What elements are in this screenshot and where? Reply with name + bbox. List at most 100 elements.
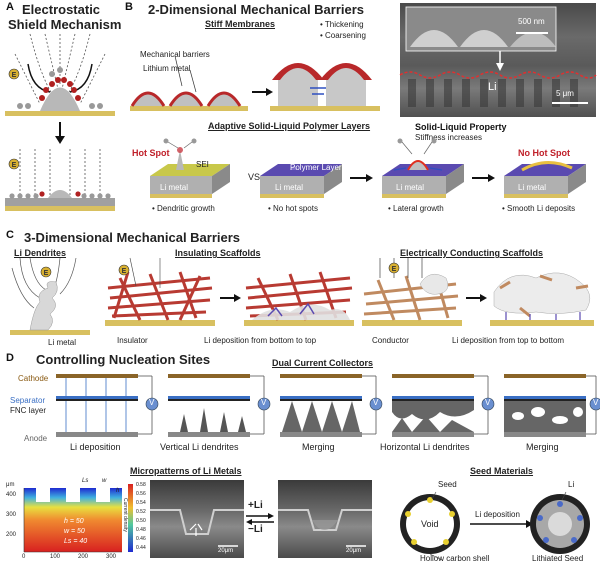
conducting-caption: Li deposition from top to bottom [452, 336, 565, 345]
seed-label: Seed [438, 480, 457, 489]
colorbar-tick-7: 0.44 [136, 545, 146, 551]
dual-collectors-title: Dual Current Collectors [272, 358, 374, 368]
scale-500nm: 500 nm [518, 17, 545, 26]
fnc-label: FNC layer [10, 406, 47, 415]
panel-c-diagram: E E E [10, 257, 594, 335]
stiff-membranes-diagram [130, 55, 380, 111]
solid-liquid-label: Solid-Liquid Property [415, 122, 507, 132]
panel-a-diagram: E E [5, 33, 115, 211]
panel-d-letter: D [6, 352, 14, 364]
colorbar-title: Current density [122, 498, 128, 532]
colorbar-tick-5: 0.48 [136, 527, 146, 533]
svg-text:E: E [44, 270, 49, 277]
step-label-2: Vertical Li dendrites [160, 442, 239, 452]
minus-li-label: −Li [248, 524, 263, 535]
sem-micropattern-after: 20μm [278, 480, 372, 558]
colorbar-tick-3: 0.52 [136, 509, 146, 515]
heatmap-xtick-1: 100 [50, 554, 61, 560]
heatmap-simulation [23, 480, 133, 553]
hot-spot-label: Hot Spot [132, 148, 170, 158]
panel-b-letter: B [125, 1, 133, 13]
colorbar-tick-6: 0.46 [136, 536, 146, 542]
hollow-shell-label: Hollow carbon shell [420, 554, 490, 563]
adaptive-layers-title: Adaptive Solid-Liquid Polymer Layers [208, 121, 371, 131]
scale-20um-2: 20μm [346, 548, 362, 554]
separator-label: Separator [10, 396, 46, 405]
svg-text:E: E [122, 268, 127, 275]
li-metal-label-4: Li metal [518, 183, 547, 192]
cathode-label: Cathode [18, 374, 49, 383]
seed-materials-diagram [400, 491, 590, 561]
svg-text:E: E [12, 162, 17, 169]
insulating-scaffolds-title: Insulating Scaffolds [175, 248, 261, 258]
li-dendrites-title: Li Dendrites [14, 248, 67, 258]
panel-a-title-line2: Shield Mechanism [8, 17, 122, 32]
panel-a-title-line1: Electrostatic [22, 2, 101, 17]
heatmap-ls-label: Ls = 40 [64, 538, 88, 545]
step-label-5: Merging [526, 442, 559, 452]
label-thickening: • Thickening [320, 20, 364, 29]
step-label-3: Merging [302, 442, 335, 452]
heatmap-xtick-2: 200 [78, 554, 89, 560]
scale-20um-1: 20μm [218, 548, 234, 554]
adaptive-layers-diagram [150, 138, 586, 198]
colorbar-tick-0: 0.58 [136, 482, 146, 488]
no-hot-spot-label: No Hot Spot [518, 148, 570, 158]
li-metal-label-2: Li metal [275, 183, 304, 192]
vs-label: VS [248, 172, 261, 182]
heatmap-xtick-0: 0 [22, 554, 26, 560]
caption-no-hot-spots: • No hot spots [268, 204, 318, 213]
heatmap-ytick-0: 400 [6, 492, 17, 498]
heatmap-ytick-2: 200 [6, 532, 17, 538]
insulator-label: Insulator [117, 336, 148, 345]
label-mechanical-barriers: Mechanical barriers [140, 50, 210, 59]
heatmap-w-label: w = 50 [64, 528, 85, 535]
reversible-arrows [246, 513, 274, 525]
insulating-caption: Li deposition from bottom to top [204, 336, 317, 345]
stiffness-label: Stiffness increases [415, 133, 482, 142]
panel-d-title: Controlling Nucleation Sites [36, 352, 211, 367]
li-metal-label-1: Li metal [160, 183, 189, 192]
svg-text:E: E [392, 266, 397, 273]
svg-text:E: E [12, 72, 17, 79]
plus-li-label: +Li [248, 500, 263, 511]
label-coarsening: • Coarsening [320, 31, 366, 40]
heatmap-h-label: h = 50 [64, 518, 84, 525]
colorbar-tick-2: 0.54 [136, 500, 146, 506]
dual-collectors-diagram [56, 374, 600, 437]
v-label-1: V [149, 398, 155, 407]
sei-label: SEI [196, 160, 209, 169]
v-label-3: V [373, 398, 379, 407]
step-label-1: Li deposition [70, 442, 121, 452]
micropatterns-title: Micropatterns of Li Metals [130, 466, 242, 476]
v-label-4: V [485, 398, 491, 407]
sem-micropattern-before: 20μm [150, 480, 244, 558]
v-label-5: V [593, 398, 599, 407]
stiff-membranes-title: Stiff Membranes [205, 19, 276, 29]
sem-image: 500 nm Li 5 μm [399, 3, 597, 117]
li-label: Li [568, 480, 575, 489]
polymer-layer-label: Polymer Layer [290, 163, 342, 172]
colorbar-tick-1: 0.56 [136, 491, 146, 497]
sem-li-label: Li [488, 81, 497, 93]
panel-b-title: 2-Dimensional Mechanical Barriers [148, 2, 365, 17]
void-label: Void [421, 519, 439, 529]
panel-a-letter: A [6, 1, 14, 13]
v-label-2: V [261, 398, 267, 407]
caption-lateral: • Lateral growth [388, 204, 444, 213]
li-metal-label-3: Li metal [396, 183, 425, 192]
seed-materials-title: Seed Materials [470, 466, 534, 476]
label-lithium-metal: Lithium metal [143, 64, 191, 73]
c-li-metal-label: Li metal [48, 338, 77, 347]
conducting-scaffolds-title: Electrically Conducting Scaffolds [400, 248, 544, 258]
conductor-label: Conductor [372, 336, 409, 345]
step-label-4: Horizontal Li dendrites [380, 442, 470, 452]
caption-smooth: • Smooth Li deposits [502, 204, 576, 213]
lithiated-seed-label: Lithiated Seed [532, 554, 584, 563]
scale-5um: 5 μm [556, 89, 574, 98]
heatmap-ytick-1: 300 [6, 512, 17, 518]
anode-label: Anode [24, 434, 48, 443]
heatmap-w-marker: w [102, 478, 107, 484]
heatmap-h-marker: h [116, 488, 120, 494]
panel-c-title: 3-Dimensional Mechanical Barriers [24, 230, 241, 245]
